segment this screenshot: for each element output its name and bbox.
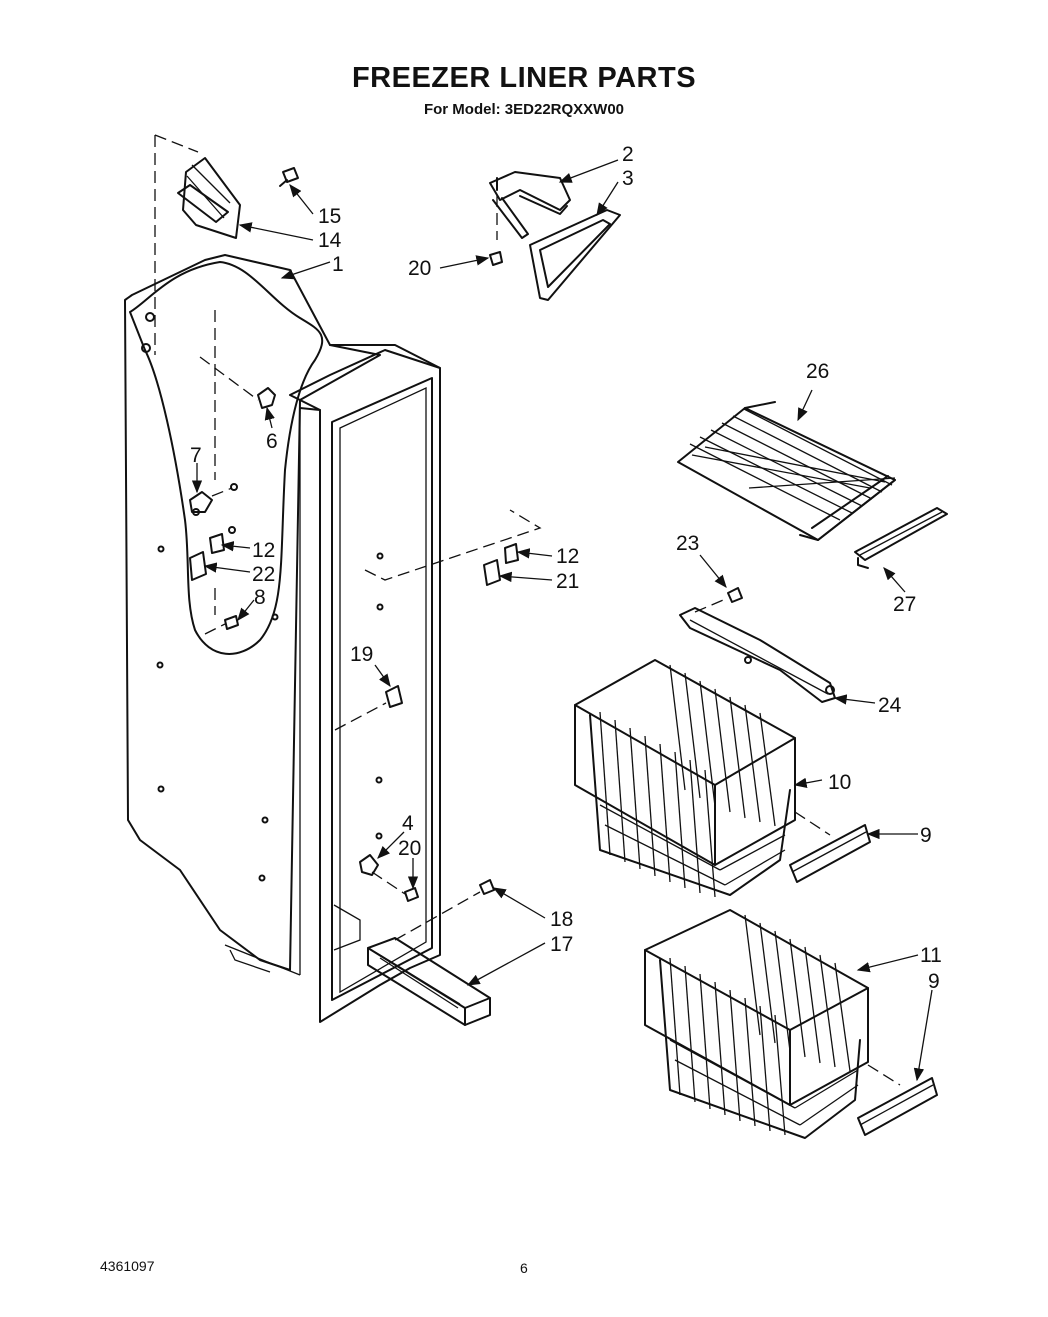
callout-3: 3	[622, 167, 634, 190]
part-11-wire-basket	[644, 909, 901, 1139]
callout-leaders	[191, 159, 933, 1082]
callout-2: 2	[622, 143, 634, 166]
callout-19: 19	[350, 643, 373, 666]
part-23-screw	[694, 587, 743, 613]
part-7-support	[189, 487, 233, 516]
callout-labels: 1 2 3 4 6 7 8 9 9 10 11 12 12 14 15 17 1…	[190, 143, 942, 993]
callout-18: 18	[550, 908, 573, 931]
callout-20-top: 20	[408, 257, 431, 280]
upper-hinge-bracket	[177, 157, 241, 239]
callout-21: 21	[556, 570, 579, 593]
callout-11: 11	[920, 944, 942, 967]
part-22-left-clip	[189, 551, 207, 581]
part-19-clip	[334, 685, 403, 731]
callout-22: 22	[252, 563, 275, 586]
part-6-clip	[199, 356, 276, 409]
callout-7: 7	[190, 444, 202, 467]
callout-23: 23	[676, 532, 699, 555]
callout-8: 8	[254, 586, 266, 609]
callout-24: 24	[878, 694, 902, 717]
part-9-rail-lower	[857, 1077, 938, 1136]
callout-1: 1	[332, 253, 344, 276]
part-20-screw-bottom	[371, 871, 419, 902]
callout-9-upper: 9	[920, 824, 932, 847]
part-27-rail	[854, 507, 948, 569]
page-number: 6	[520, 1260, 528, 1276]
screw-20-top	[489, 195, 503, 266]
callout-14: 14	[318, 229, 342, 252]
callout-15: 15	[318, 205, 341, 228]
light-shield	[529, 209, 621, 301]
part-17-grille	[367, 937, 491, 1026]
callout-9-lower: 9	[928, 970, 940, 993]
part-9-rail-upper	[789, 824, 871, 883]
light-bracket	[489, 171, 571, 239]
callout-12-left: 12	[252, 539, 275, 562]
part-12-left-clip	[209, 533, 225, 554]
callout-20-bottom: 20	[398, 837, 421, 860]
callout-17: 17	[550, 933, 573, 956]
model-subtitle: For Model: 3ED22RQXXW00	[423, 101, 625, 118]
part-4-bracket	[359, 854, 379, 876]
callout-12-right: 12	[556, 545, 579, 568]
freezer-liner	[124, 134, 441, 1023]
part-8-screw	[204, 615, 239, 635]
screw-15	[279, 167, 299, 187]
callout-4: 4	[402, 812, 414, 835]
callout-10: 10	[828, 771, 851, 794]
part-12-right-clip	[364, 509, 542, 581]
document-number: 4361097	[100, 1258, 155, 1274]
part-26-wire-shelf	[677, 401, 896, 541]
page-title: FREEZER LINER PARTS	[351, 62, 697, 94]
part-10-wire-basket	[574, 659, 831, 898]
callout-27: 27	[893, 593, 916, 616]
callout-6: 6	[266, 430, 278, 453]
part-21-clip	[483, 559, 501, 586]
callout-26: 26	[806, 360, 829, 383]
